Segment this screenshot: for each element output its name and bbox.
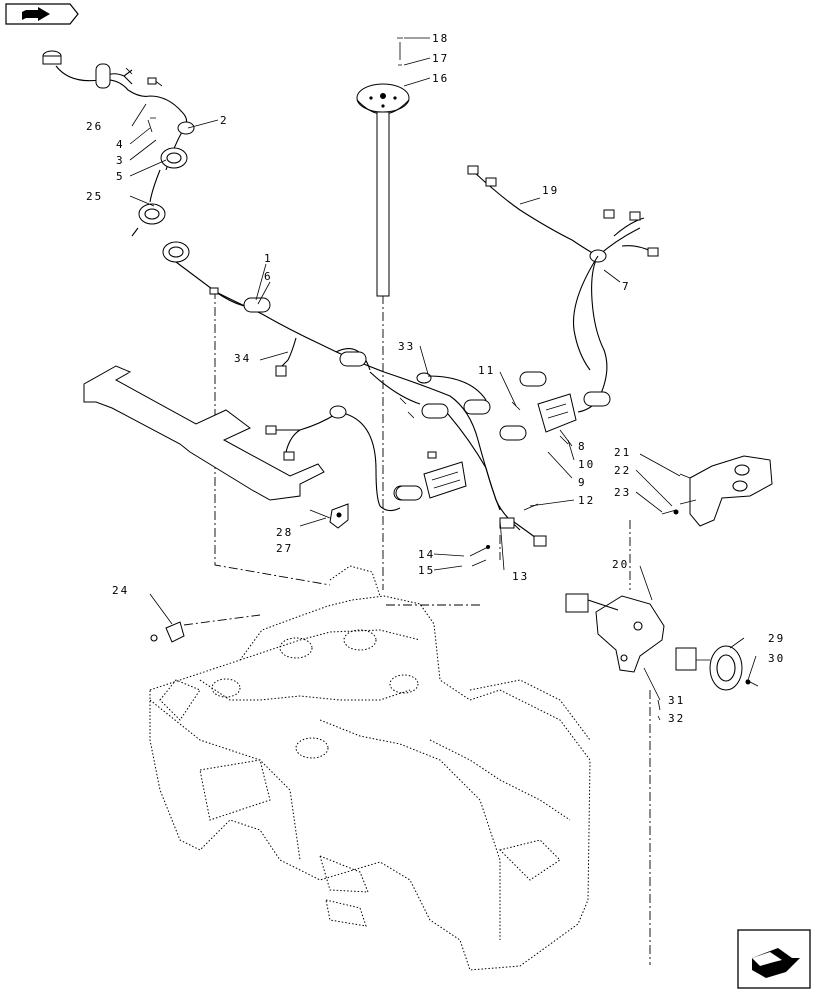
callout-10: 10 xyxy=(578,458,595,471)
callout-18: 18 xyxy=(432,32,449,45)
callout-22: 22 xyxy=(614,464,631,477)
callout-30: 30 xyxy=(768,652,785,665)
callout-28: 28 xyxy=(276,526,293,539)
callout-17: 17 xyxy=(432,52,449,65)
callout-leaders xyxy=(129,37,757,721)
callout-34: 34 xyxy=(234,352,251,365)
arrow-back-icon xyxy=(22,7,50,21)
harness-lower-left xyxy=(265,405,423,512)
connector-13 xyxy=(499,503,547,547)
sensor-rod xyxy=(356,37,410,297)
callout-25: 25 xyxy=(86,190,103,203)
callout-23: 23 xyxy=(614,486,631,499)
tractor-chassis xyxy=(149,565,591,971)
callout-6: 6 xyxy=(264,270,273,283)
callout-8: 8 xyxy=(578,440,587,453)
callout-31: 31 xyxy=(668,694,685,707)
leader-lines xyxy=(183,290,651,965)
callout-7: 7 xyxy=(622,280,631,293)
arrow-next-icon xyxy=(752,948,800,978)
callout-32: 32 xyxy=(668,712,685,725)
switch-bracket xyxy=(565,593,759,701)
harness-upper-right xyxy=(467,165,659,413)
callout-20: 20 xyxy=(612,558,629,571)
lamp-bracket xyxy=(661,455,773,527)
callout-14: 14 xyxy=(418,548,435,561)
callout-1: 1 xyxy=(264,252,273,265)
main-harness xyxy=(175,261,527,531)
callout-27: 27 xyxy=(276,542,293,555)
callout-2: 2 xyxy=(220,114,229,127)
callout-3: 3 xyxy=(116,154,125,167)
callout-15: 15 xyxy=(418,564,435,577)
callout-26: 26 xyxy=(86,120,103,133)
callout-16: 16 xyxy=(432,72,449,85)
callout-4: 4 xyxy=(116,138,125,151)
callout-labels: 18 17 16 26 2 4 3 5 25 1 6 19 7 34 33 11… xyxy=(86,32,785,725)
callout-13: 13 xyxy=(512,570,529,583)
callout-9: 9 xyxy=(578,476,587,489)
callout-29: 29 xyxy=(768,632,785,645)
fasteners-14-15 xyxy=(469,545,491,567)
small-bracket xyxy=(329,503,349,529)
mounting-bracket xyxy=(83,365,325,501)
callout-21: 21 xyxy=(614,446,631,459)
callout-33: 33 xyxy=(398,340,415,353)
harness-upper-left xyxy=(42,50,195,263)
callout-11: 11 xyxy=(478,364,495,377)
bolt-24 xyxy=(150,621,185,643)
callout-12: 12 xyxy=(578,494,595,507)
prev-page-button[interactable] xyxy=(5,3,79,25)
callout-19: 19 xyxy=(542,184,559,197)
callout-24: 24 xyxy=(112,584,129,597)
callout-5: 5 xyxy=(116,170,125,183)
next-page-button[interactable] xyxy=(737,929,811,989)
